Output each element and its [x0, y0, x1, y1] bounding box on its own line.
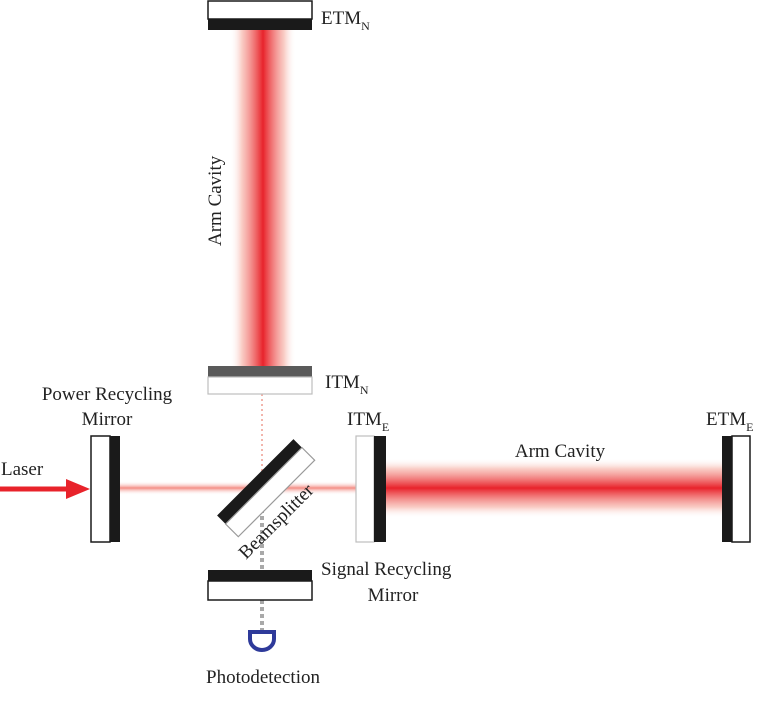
signal-recycling-label-line2: Mirror — [368, 585, 419, 606]
arrow-right-icon — [0, 479, 90, 499]
power-recycling-mirror — [90, 435, 120, 543]
photodetection-label: Photodetection — [206, 667, 320, 688]
arm-cavity-north-label: Arm Cavity — [205, 155, 226, 246]
power-recycling-label-line1: Power Recycling — [42, 384, 173, 405]
etm-east-label: ETME — [706, 409, 753, 434]
etm-north-mirror — [207, 0, 313, 30]
itm-north-label: ITMN — [325, 372, 369, 397]
signal-recycling-mirror — [207, 570, 313, 601]
east-arm-beam — [386, 458, 722, 518]
photodetector-icon — [248, 630, 276, 652]
etm-north-label: ETMN — [321, 8, 370, 33]
power-recycling-label-line2: Mirror — [82, 409, 133, 430]
signal-recycling-label-line1: Signal Recycling — [321, 559, 452, 580]
input-beam — [120, 481, 356, 495]
etm-east-mirror — [722, 435, 751, 543]
itm-north-mirror — [207, 366, 313, 395]
north-arm-beam — [230, 30, 296, 366]
itm-east-label: ITME — [347, 409, 389, 434]
arm-cavity-east-label: Arm Cavity — [515, 441, 606, 462]
laser-label: Laser — [1, 459, 44, 480]
itm-east-mirror — [355, 435, 386, 543]
beamsplitter — [217, 439, 316, 538]
